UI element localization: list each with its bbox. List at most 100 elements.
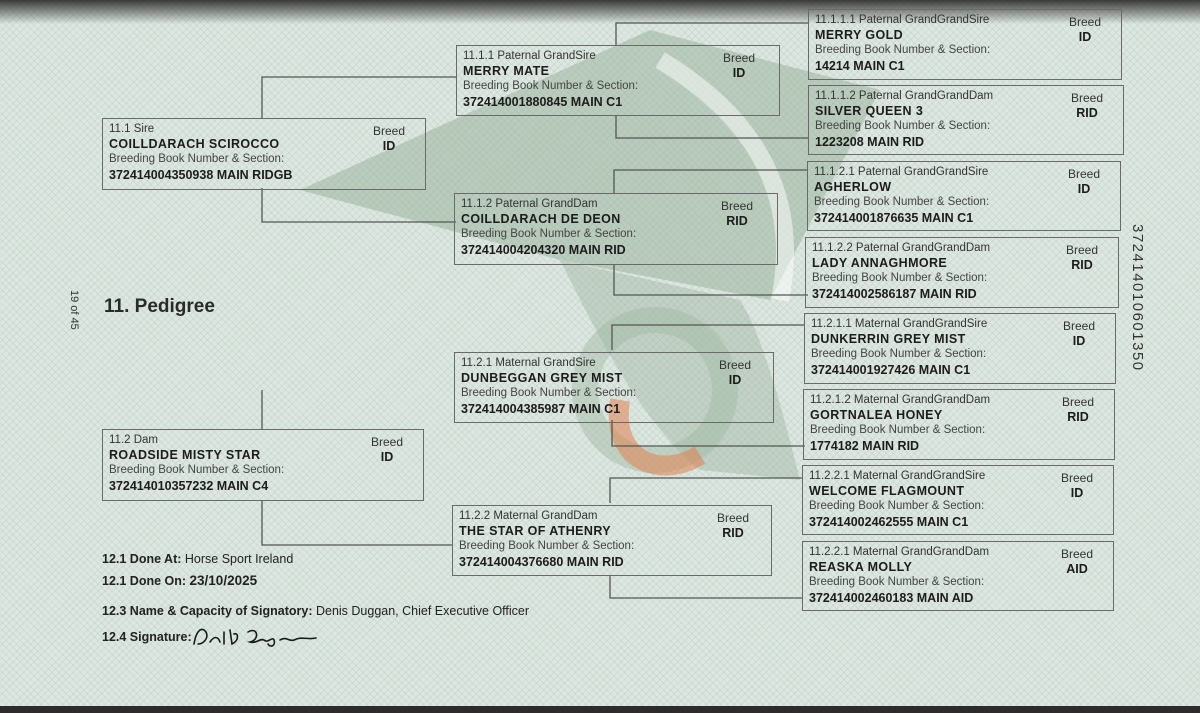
horse-role: 11.1 Sire (109, 123, 155, 135)
book-label: Breeding Book Number & Section: (815, 120, 991, 132)
breed-info: Breed ID (1049, 319, 1109, 349)
book-label: Breeding Book Number & Section: (459, 540, 635, 552)
breed-value: ID (1070, 486, 1084, 500)
book-number: 372414001876635 MAIN C1 (814, 211, 974, 225)
horse-role: 11.2.2 Maternal GrandDam (459, 510, 598, 522)
done-on-value: 23/10/2025 (189, 573, 258, 588)
breed-label: Breed (1068, 15, 1102, 29)
breed-value: RID (726, 214, 748, 228)
handwritten-signature (193, 628, 317, 647)
breed-label: Breed (716, 511, 750, 525)
horse-name: THE STAR OF ATHENRY (459, 524, 612, 538)
breed-value: ID (728, 373, 742, 387)
book-number: 372414001880845 MAIN C1 (463, 95, 623, 109)
book-number: 1774182 MAIN RID (810, 439, 920, 453)
horse-name: WELCOME FLAGMOUNT (809, 484, 965, 498)
signatory-label: 12.3 Name & Capacity of Signatory: (102, 604, 313, 618)
done-at-label: 12.1 Done At: (102, 552, 182, 566)
breed-info: Breed ID (705, 358, 765, 388)
book-number: 372414004376680 MAIN RID (459, 555, 624, 569)
book-label: Breeding Book Number & Section: (809, 576, 985, 588)
horse-role: 11.1.1.1 Paternal GrandGrandSire (815, 14, 990, 26)
book-number: 372414002460183 MAIN AID (809, 591, 974, 605)
breed-value: AID (1066, 562, 1088, 576)
page-number: 19 of 45 (68, 290, 80, 330)
great-grandparent-card: 11.2.2.1 Maternal GrandGrandDam REASKA M… (802, 541, 1114, 611)
breed-label: Breed (370, 435, 404, 449)
horse-name: COILLDARACH SCIROCCO (109, 137, 280, 151)
horse-role: 11.1.2 Paternal GrandDam (461, 198, 598, 210)
horse-name: COILLDARACH DE DEON (461, 212, 621, 226)
great-grandparent-card: 11.1.2.1 Paternal GrandGrandSire AGHERLO… (807, 161, 1121, 231)
book-label: Breeding Book Number & Section: (809, 500, 985, 512)
horse-name: DUNKERRIN GREY MIST (811, 332, 966, 346)
breed-info: Breed RID (1057, 91, 1117, 121)
book-number: 372414004204320 MAIN RID (461, 243, 626, 257)
horse-name: MERRY GOLD (815, 28, 904, 42)
breed-value: ID (380, 450, 394, 464)
breed-info: Breed ID (1047, 471, 1107, 501)
breed-info: Breed ID (1054, 167, 1114, 197)
book-label: Breeding Book Number & Section: (461, 228, 637, 240)
breed-info: Breed RID (1048, 395, 1108, 425)
breed-info: Breed AID (1047, 547, 1107, 577)
paternal-granddam-card: 11.1.2 Paternal GrandDam COILLDARACH DE … (454, 193, 778, 265)
horse-role: 11.1.1.2 Paternal GrandGrandDam (815, 90, 994, 102)
signature-label: 12.4 Signature: (102, 630, 192, 644)
sire-card: 11.1 Sire COILLDARACH SCIROCCO Breeding … (102, 118, 426, 190)
maternal-granddam-card: 11.2.2 Maternal GrandDam THE STAR OF ATH… (452, 505, 772, 576)
horse-role: 11.1.2.1 Paternal GrandGrandSire (814, 166, 989, 178)
breed-label: Breed (1061, 395, 1095, 409)
book-label: Breeding Book Number & Section: (812, 272, 988, 284)
breed-label: Breed (1070, 91, 1104, 105)
document-number: 372414010601350 (1129, 224, 1146, 372)
horse-role: 11.2.2.1 Maternal GrandGrandDam (809, 546, 990, 558)
horse-role: 11.2.1.1 Maternal GrandGrandSire (811, 318, 988, 330)
book-number: 372414010357232 MAIN C4 (109, 479, 269, 493)
done-at-value: Horse Sport Ireland (184, 552, 294, 566)
breed-info: Breed ID (357, 435, 417, 465)
breed-info: Breed RID (707, 199, 767, 229)
breed-info: Breed ID (359, 124, 419, 154)
horse-role: 11.2.2.1 Maternal GrandGrandSire (809, 470, 986, 482)
book-number: 1223208 MAIN RID (815, 135, 925, 149)
signature-row: 12.4 Signature: (102, 630, 192, 644)
breed-value: ID (1072, 334, 1086, 348)
horse-name: SILVER QUEEN 3 (815, 104, 924, 118)
horse-role: 11.2 Dam (109, 434, 159, 446)
horse-role: 11.1.2.2 Paternal GrandGrandDam (812, 242, 991, 254)
horse-name: GORTNALEA HONEY (810, 408, 943, 422)
breed-value: ID (1078, 30, 1092, 44)
breed-label: Breed (372, 124, 406, 138)
horse-role: 11.2.1.2 Maternal GrandGrandDam (810, 394, 991, 406)
breed-label: Breed (1062, 319, 1096, 333)
great-grandparent-card: 11.2.1.2 Maternal GrandGrandDam GORTNALE… (803, 389, 1115, 460)
book-label: Breeding Book Number & Section: (463, 80, 639, 92)
great-grandparent-card: 11.2.1.1 Maternal GrandGrandSire DUNKERR… (804, 313, 1116, 384)
breed-info: Breed RID (1052, 243, 1112, 273)
book-number: 372414004385987 MAIN C1 (461, 402, 621, 416)
great-grandparent-card: 11.1.1.1 Paternal GrandGrandSire MERRY G… (808, 9, 1122, 80)
book-number: 372414001927426 MAIN C1 (811, 363, 971, 377)
breed-info: Breed ID (709, 51, 769, 81)
maternal-grandsire-card: 11.2.1 Maternal GrandSire DUNBEGGAN GREY… (454, 352, 774, 423)
breed-value: RID (1067, 410, 1089, 424)
horse-name: MERRY MATE (463, 64, 550, 78)
breed-label: Breed (1067, 167, 1101, 181)
breed-label: Breed (1060, 547, 1094, 561)
breed-value: ID (382, 139, 396, 153)
book-label: Breeding Book Number & Section: (461, 387, 637, 399)
breed-info: Breed RID (703, 511, 763, 541)
book-number: 14214 MAIN C1 (815, 59, 905, 73)
book-number: 372414002462555 MAIN C1 (809, 515, 969, 529)
book-label: Breeding Book Number & Section: (814, 196, 990, 208)
great-grandparent-card: 11.2.2.1 Maternal GrandGrandSire WELCOME… (802, 465, 1114, 535)
book-label: Breeding Book Number & Section: (811, 348, 987, 360)
book-label: Breeding Book Number & Section: (810, 424, 986, 436)
book-number: 372414004350938 MAIN RIDGB (109, 168, 293, 182)
book-label: Breeding Book Number & Section: (109, 464, 285, 476)
great-grandparent-card: 11.1.1.2 Paternal GrandGrandDam SILVER Q… (808, 85, 1124, 155)
signatory-row: 12.3 Name & Capacity of Signatory: Denis… (102, 604, 529, 618)
